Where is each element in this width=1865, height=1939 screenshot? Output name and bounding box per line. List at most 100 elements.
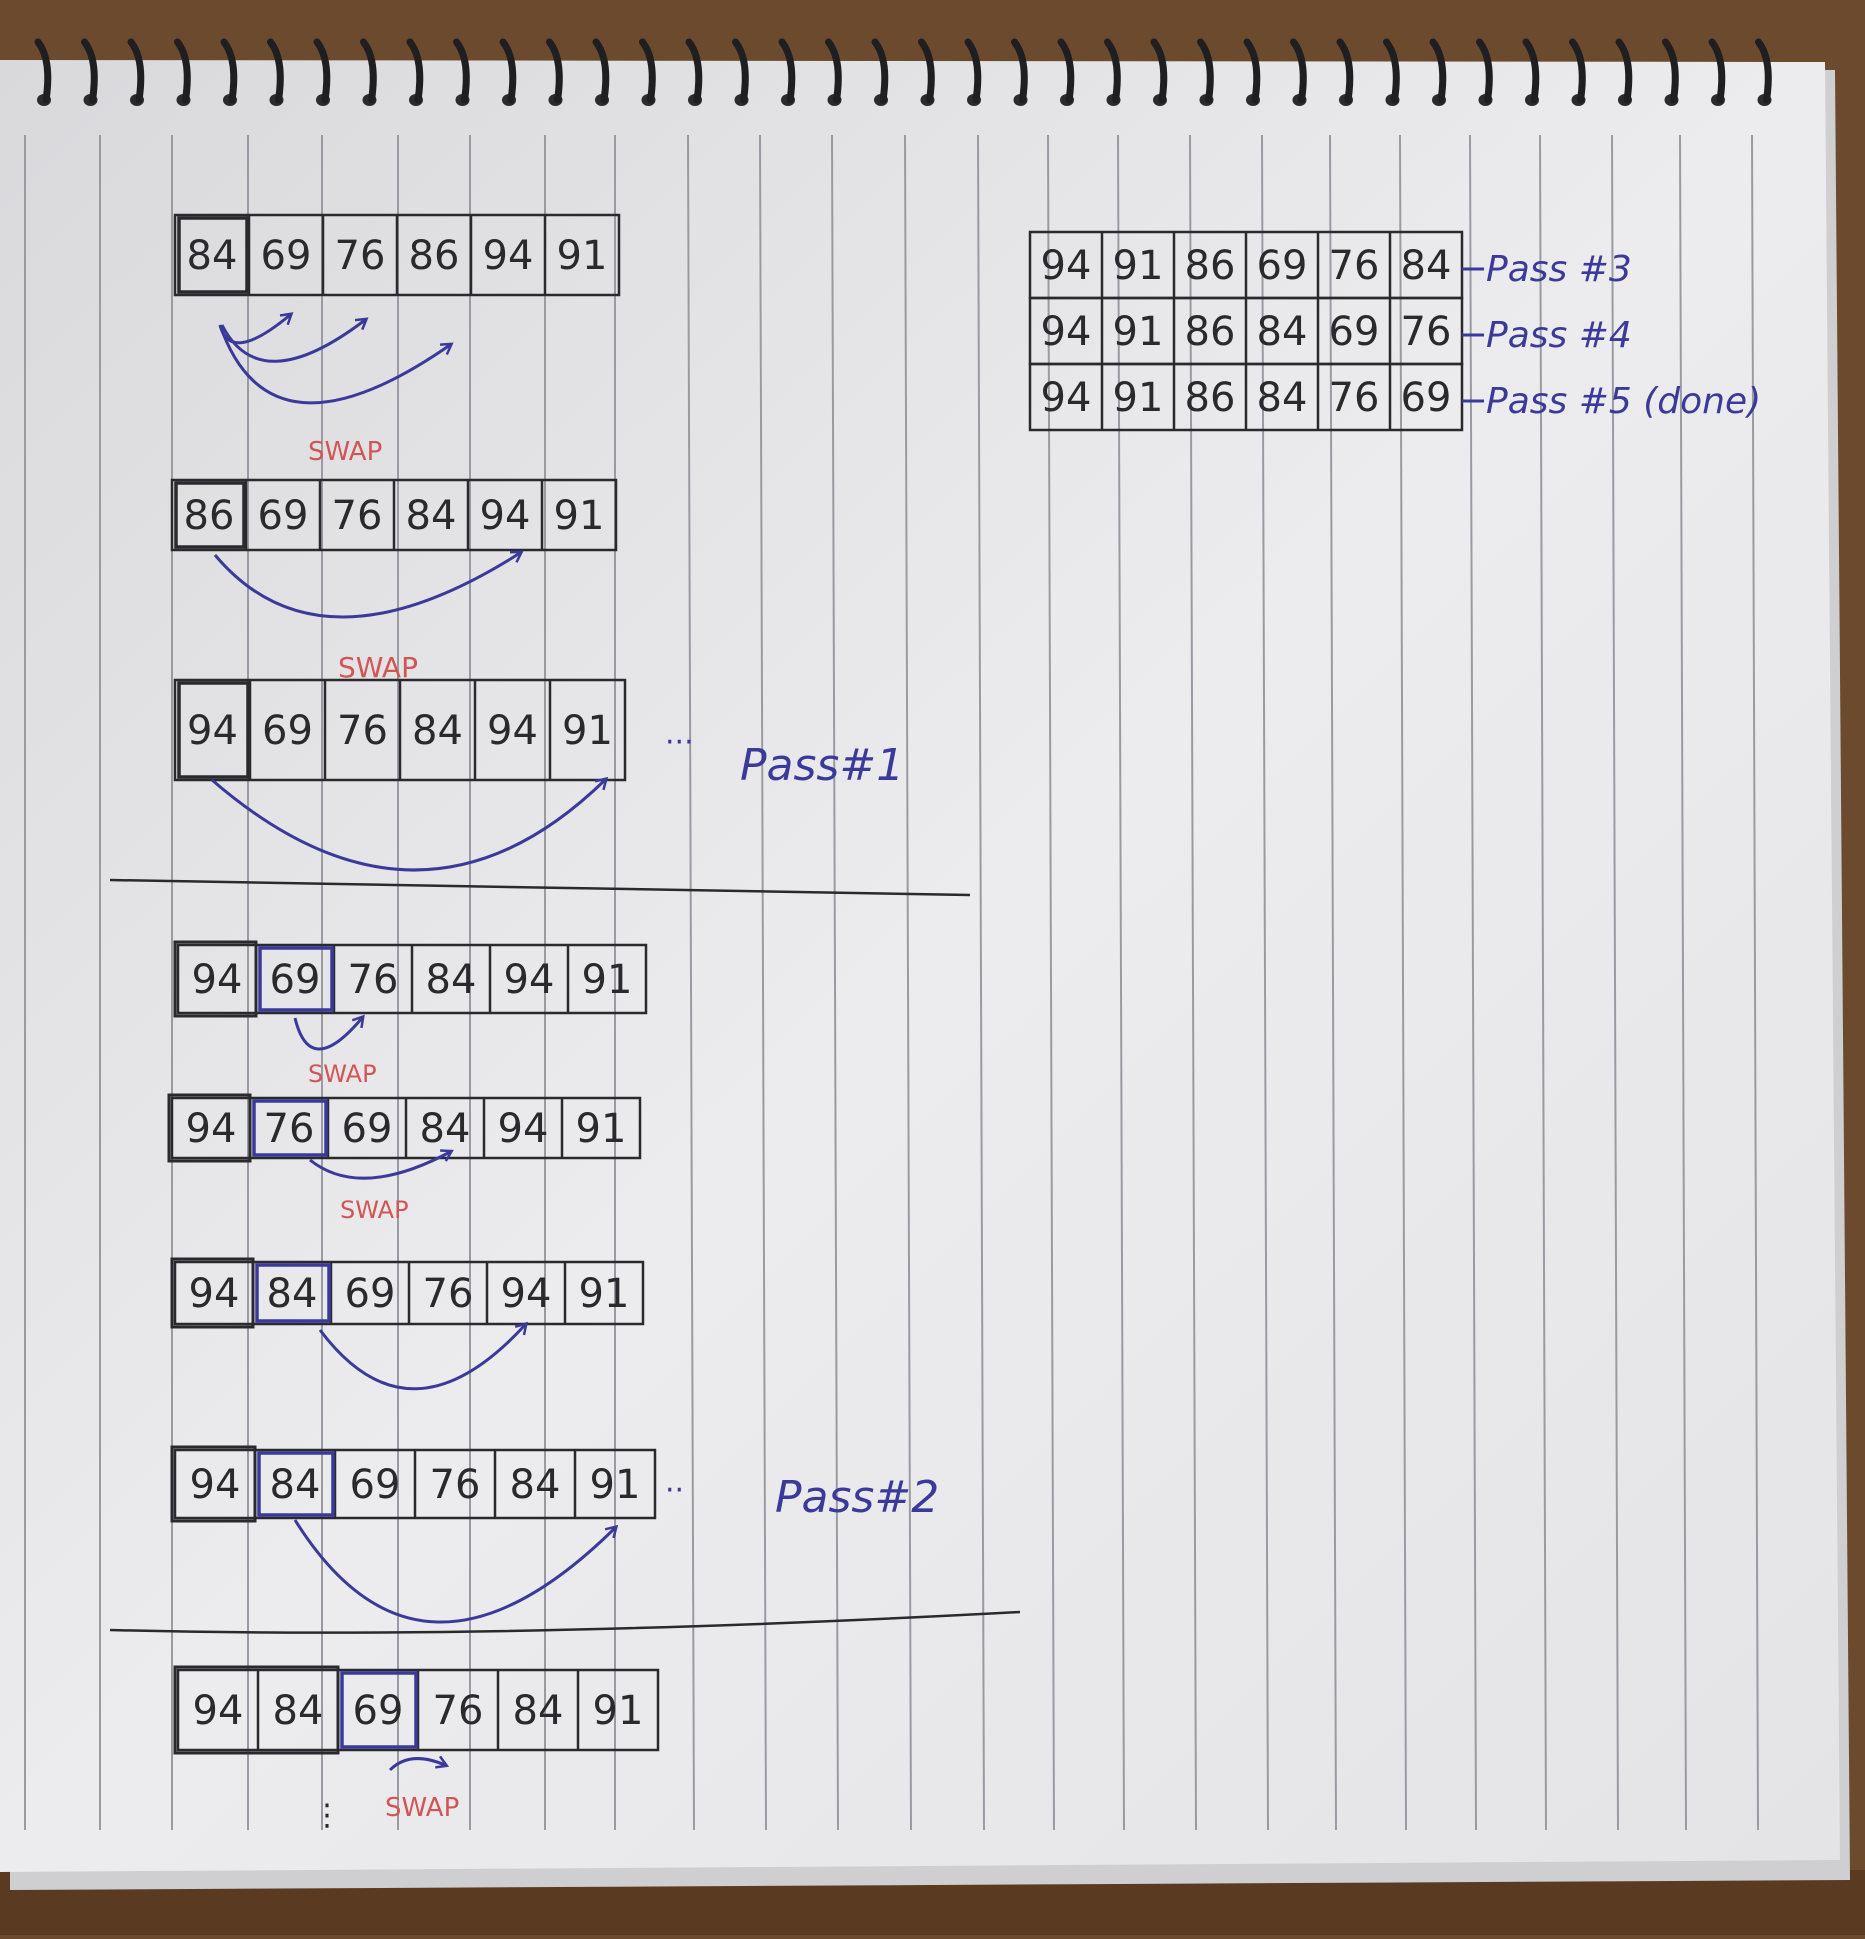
rule-line xyxy=(759,134,767,1831)
array-cell-value: 94 xyxy=(193,1688,244,1734)
pass-label: Pass#1 xyxy=(740,740,904,791)
array-row: 86 69 76 84 94 91 xyxy=(170,478,618,552)
spiral-coil xyxy=(546,38,563,104)
array-cell-value: 69 xyxy=(353,1688,404,1734)
paper-sheet xyxy=(0,60,1840,1872)
spiral-coil xyxy=(964,38,982,104)
array-cell-value: 91 xyxy=(579,1271,630,1317)
swap-arrow xyxy=(218,324,454,405)
pass-label: Pass#2 xyxy=(775,1472,939,1523)
swap-label: SWAP xyxy=(385,1793,459,1823)
array-cell-value: 84 xyxy=(267,1271,318,1317)
spiral-coil xyxy=(825,38,842,104)
array-cell-value: 84 xyxy=(510,1462,561,1508)
rule-line xyxy=(977,134,985,1831)
array-cell-value: 86 xyxy=(184,493,235,539)
spiral-coil xyxy=(639,38,656,104)
rule-line xyxy=(1611,134,1619,1831)
summary-cell-value: 69 xyxy=(1257,243,1308,289)
array-cell-value: 76 xyxy=(430,1462,481,1508)
spiral-coil xyxy=(499,38,517,104)
swap-arrow xyxy=(293,1519,619,1624)
rule-line xyxy=(831,134,839,1831)
spiral-coil xyxy=(592,38,610,104)
spiral-coil xyxy=(174,38,191,104)
spiral-coil xyxy=(81,38,98,104)
spiral-coil xyxy=(1383,38,1400,104)
array-cell-value: 69 xyxy=(350,1462,401,1508)
spiral-coil xyxy=(1615,38,1633,104)
summary-pass-label: Pass #5 (done) xyxy=(1486,381,1761,422)
array-cell-value: 76 xyxy=(337,708,388,754)
array-cell-value: 76 xyxy=(423,1271,474,1317)
spiral-coil xyxy=(1150,38,1168,104)
rule-line xyxy=(1399,134,1407,1831)
spiral-coil xyxy=(1057,38,1075,104)
current-cell-box xyxy=(174,481,246,549)
ruled-lines xyxy=(24,134,1759,1831)
summary-cell-value: 94 xyxy=(1041,375,1092,421)
spiral-coil xyxy=(360,38,377,104)
rule-line xyxy=(1117,134,1125,1831)
array-cell-value: 91 xyxy=(582,957,633,1003)
array-cell-value: 76 xyxy=(348,957,399,1003)
swap-arrow xyxy=(213,550,524,619)
array-cell-value: 94 xyxy=(187,708,238,754)
spiral-coil xyxy=(1104,38,1121,104)
array-cell-value: 84 xyxy=(513,1688,564,1734)
spiral-coil xyxy=(1522,38,1540,104)
spiral-coil xyxy=(1708,38,1726,104)
rule-line xyxy=(1261,134,1269,1831)
array-cell-value: 76 xyxy=(332,493,383,539)
spiral-coil xyxy=(685,38,703,104)
swap-arrow xyxy=(220,317,369,363)
summary-cell-value: 86 xyxy=(1185,243,1236,289)
sorted-box xyxy=(173,1665,340,1755)
spiral-coil xyxy=(732,38,749,104)
rule-line xyxy=(687,134,695,1831)
array-cell-value: 69 xyxy=(258,493,309,539)
ellipsis-mark: ·· xyxy=(665,1473,684,1508)
rule-line xyxy=(1329,134,1337,1831)
rule-line xyxy=(1679,134,1687,1831)
swap-label: SWAP xyxy=(340,1196,409,1224)
current-cell-box xyxy=(257,1451,335,1517)
array-cell-value: 91 xyxy=(593,1688,644,1734)
current-cell-box xyxy=(340,1671,418,1749)
array-cell-value: 84 xyxy=(420,1106,471,1152)
array-cell-value: 69 xyxy=(270,957,321,1003)
summary-cell-value: 91 xyxy=(1113,243,1164,289)
pass-divider xyxy=(109,878,971,897)
summary-cell-value: 91 xyxy=(1113,375,1164,421)
array-cell-value: 91 xyxy=(554,493,605,539)
array-cell-value: 69 xyxy=(342,1106,393,1152)
spiral-coil xyxy=(1336,38,1354,104)
spiral-coil xyxy=(267,38,284,104)
array-cell-value: 84 xyxy=(270,1462,321,1508)
spiral-coil xyxy=(1569,38,1586,104)
rule-line xyxy=(1047,134,1055,1831)
summary-pass-label: Pass #3 xyxy=(1486,249,1632,290)
array-cell-value: 84 xyxy=(187,233,238,279)
array-cell-value: 84 xyxy=(406,493,457,539)
current-cell-box xyxy=(177,681,250,779)
spiral-binding xyxy=(34,38,1772,106)
spiral-coil xyxy=(1243,38,1261,104)
summary-cell-value: 69 xyxy=(1401,375,1452,421)
summary-cell-value: 94 xyxy=(1041,243,1092,289)
swap-arrow xyxy=(293,1014,365,1051)
spiral-coil xyxy=(1011,38,1028,104)
summary-cell-value: 69 xyxy=(1329,309,1380,355)
array-cell-value: 94 xyxy=(480,493,531,539)
summary-cell-value: 76 xyxy=(1329,243,1380,289)
array-cell-value: 94 xyxy=(190,1462,241,1508)
summary-cell-value: 76 xyxy=(1401,309,1452,355)
